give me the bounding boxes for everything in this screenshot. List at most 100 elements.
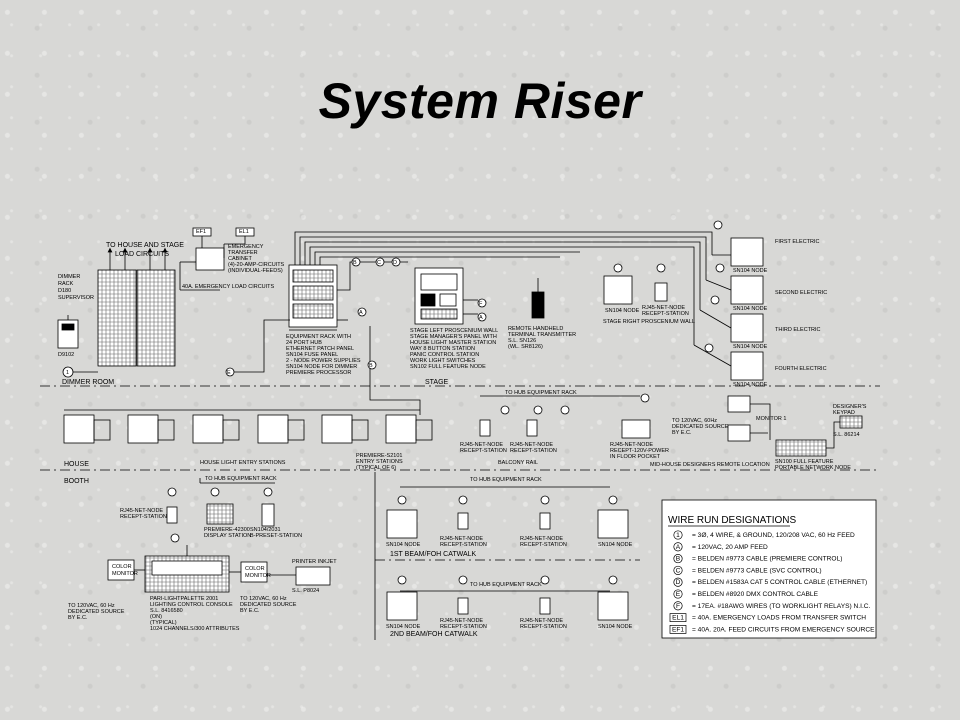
tag-c-top: C — [377, 260, 381, 266]
console-label-5: (TYPICAL) — [150, 620, 177, 626]
rack-top-cables — [294, 231, 713, 345]
dimmer-rack-left — [97, 269, 137, 367]
fourth-electric-label: FOURTH ELECTRIC — [775, 366, 827, 372]
rack-label-4: SN104 FUSE PANEL — [286, 352, 338, 358]
legend-item-tag: EF1 — [672, 626, 684, 633]
second-electric-node — [730, 275, 764, 305]
house-rj45-120v-station — [621, 419, 651, 439]
dimmer-rack-group — [97, 247, 176, 367]
legend-tag-circle — [673, 565, 683, 575]
legend-item-text: = 40A. EMERGENCY LOADS FROM TRANSFER SWI… — [692, 615, 866, 622]
catwalk-2-label: 2ND BEAM/FOH CATWALK — [390, 631, 478, 638]
sm-panel-label-2: STAGE MANAGER'S PANEL WITH — [410, 334, 497, 340]
elec4-node-label: SN104 NODE — [733, 382, 768, 388]
transfer-label-2: TRANSFER — [228, 250, 258, 256]
catwalk2-hub-label: TO HUB EQUIPMENT RACK — [470, 582, 542, 588]
console-label-2: LIGHTING CONTROL CONSOLE — [150, 602, 233, 608]
house-rj45-1-label-1: RJ45-NET-NODE — [460, 442, 503, 448]
rack-label-2: 24 PORT HUB — [286, 340, 322, 346]
house-rj45-1-label-2: RECEPT-STATION — [460, 448, 507, 454]
first-electric-node — [730, 237, 764, 267]
house-label: HOUSE — [64, 461, 89, 468]
tag-b-top: B — [353, 260, 357, 266]
legend-item-tag: C — [676, 567, 681, 574]
legend-tag-box — [669, 625, 687, 634]
mid-house-label: MID-HOUSE DESIGNERS REMOTE LOCATION — [650, 462, 770, 468]
booth-src-l-1: TO 120VAC, 60 Hz — [68, 603, 115, 609]
catwalk-2-devices — [386, 591, 629, 621]
keypad-label-3: S.L. 86214 — [833, 432, 860, 438]
legend-tag-circle — [673, 601, 683, 611]
cw2-rj45-2a: RJ45-NET-NODE — [520, 618, 563, 624]
legend-item-tag: A — [676, 544, 681, 551]
to-house-stage-label-2: LOAD CIRCUITS — [115, 251, 169, 258]
d9102-label: D9102 — [58, 352, 74, 358]
handheld-label-1: REMOTE HANDHELD — [508, 326, 563, 332]
rack-label-7: PREMIERE PROCESSOR — [286, 370, 351, 376]
handheld-label-3: S.L. SN126 — [508, 338, 536, 344]
dimmer-label-1: DIMMER — [58, 274, 80, 280]
house-rj45-station-1 — [479, 419, 491, 437]
sm-panel-label-3: HOUSE LIGHT MASTER STATION — [410, 340, 496, 346]
legend-item-text: = BELDEN #9773 CABLE (SVC CONTROL) — [692, 567, 822, 574]
tag-one: 1 — [66, 370, 69, 376]
legend-item-tag: D — [676, 579, 681, 586]
cw1-rj45-2b: RECEPT-STATION — [520, 542, 567, 548]
sm-panel-label-7: SN102 FULL FEATURE NODE — [410, 364, 486, 370]
booth-label: BOOTH — [64, 478, 89, 485]
first-electric-label: FIRST ELECTRIC — [775, 239, 820, 245]
remote-handheld-transmitter — [531, 291, 545, 319]
preset-label-1: SN104/2031 — [250, 527, 281, 533]
tag-a-panel: A — [479, 315, 483, 321]
house-rj45-2-label-1: RJ45-NET-NODE — [510, 442, 553, 448]
rj45-120v-label-2: RECEPT-120V-POWER — [610, 448, 669, 454]
booth-src-l-2: DEDICATED SOURCE — [68, 609, 125, 615]
dimmer-label-4: SUPERVISOR — [58, 295, 94, 301]
cw2-rj45-2b: RECEPT-STATION — [520, 624, 567, 630]
mid-source-label-2: DEDICATED SOURCE — [672, 424, 729, 430]
cw2-node-r: SN104 NODE — [598, 624, 633, 630]
console-label-4: (ON) — [150, 614, 162, 620]
legend-item-text: = 17EA. #18AWG WIRES (TO WORKLIGHT RELAY… — [692, 603, 871, 610]
elec3-node-label: SN104 NODE — [733, 344, 768, 350]
booth-rj45-station — [166, 506, 178, 524]
sm-panel-label-5: PANIC CONTROL STATION — [410, 352, 479, 358]
rack-label-5: 2 - NODE POWER SUPPLIES — [286, 358, 361, 364]
console-label-1: PARI-LIGHTPALETTE 2001 — [150, 596, 218, 602]
sn104-preset-station — [261, 503, 275, 527]
cw1-node-r: SN104 NODE — [598, 542, 633, 548]
premiere-display-station — [206, 503, 234, 525]
handheld-label-4: (WL. SR8126) — [508, 344, 543, 350]
to-house-stage-label-1: TO HOUSE AND STAGE — [106, 242, 184, 249]
balcony-rail-label: BALCONY RAIL — [498, 460, 538, 466]
house-light-entry-stations — [63, 409, 433, 444]
display-label-1: PREMIERE-42300 — [204, 527, 250, 533]
sr-node-label: SN104 NODE — [605, 308, 640, 314]
cw2-node-l: SN104 NODE — [386, 624, 421, 630]
tag-el1: EL1 — [239, 229, 249, 235]
booth-src-r-1: TO 120VAC, 60 Hz — [240, 596, 287, 602]
booth-src-l-3: BY E.C. — [68, 615, 88, 621]
preset-label-2: B-PRESET-STATION — [250, 533, 302, 539]
premiere-entry-label-3: (TYPICAL OF 6) — [356, 465, 396, 471]
legend-tag-circle — [673, 589, 683, 599]
dimmer-label-3: D180 — [58, 288, 71, 294]
sr-rj45-label-1: RJ45-NET-NODE — [642, 305, 685, 311]
monitor-r-label-1: COLOR — [245, 566, 265, 572]
cw1-rj45-2a: RJ45-NET-NODE — [520, 536, 563, 542]
stage-label: STAGE — [425, 379, 449, 386]
stage-right-sn104-node — [603, 275, 633, 305]
legend-title: WIRE RUN DESIGNATIONS — [668, 515, 796, 526]
transfer-label-4: (4)-20-AMP-CIRCUITS — [228, 262, 285, 268]
monitor-r-label-2: MONITOR — [245, 573, 271, 579]
stage-right-rj45-station — [654, 282, 668, 302]
rack-label-6: SN104 NODE FOR DIMMER — [286, 364, 357, 370]
tag-f: F — [479, 301, 483, 307]
legend-item-tag: B — [676, 556, 681, 563]
emergency-load-label: 40A. EMERGENCY LOAD CIRCUITS — [182, 284, 275, 290]
legend-item-text: = 3Ø, 4 WIRE, & GROUND, 120/208 VAC, 60 … — [692, 532, 855, 539]
fourth-electric-node — [730, 351, 764, 381]
legend-tag-circle — [673, 577, 683, 587]
handheld-label-2: TERMINAL TRANSMITTER — [508, 332, 576, 338]
